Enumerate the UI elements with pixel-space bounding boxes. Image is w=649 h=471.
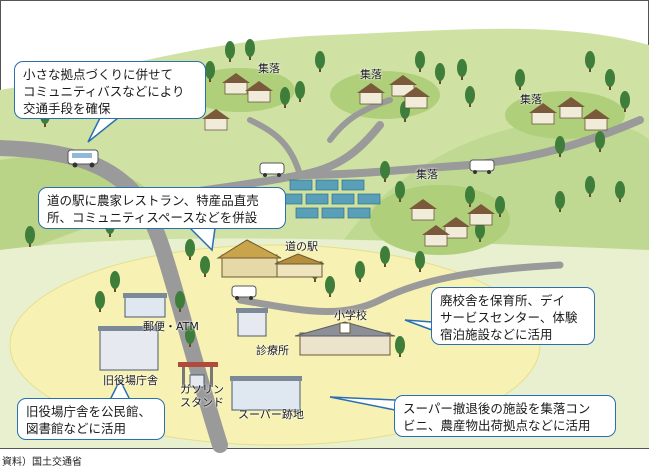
callout-pointer — [189, 227, 216, 252]
callout-pointer — [109, 378, 131, 401]
house — [357, 83, 385, 105]
tree — [95, 291, 105, 312]
house — [245, 81, 273, 103]
tree — [395, 336, 405, 357]
callout-michi-no-eki: 道の駅に農家レストラン、特産品直売 所、コミュニティスペースなどを併設 — [38, 187, 286, 229]
house — [529, 103, 557, 125]
tree — [245, 39, 255, 60]
tree — [200, 256, 210, 277]
solar-panel — [305, 193, 329, 205]
school-building — [294, 321, 396, 356]
tree — [595, 131, 605, 152]
tree — [415, 251, 425, 272]
tree — [25, 226, 35, 247]
road — [236, 261, 564, 315]
tree — [585, 176, 595, 197]
tree — [175, 291, 185, 312]
house — [467, 204, 495, 226]
solar-panels — [279, 179, 381, 219]
community-bus — [67, 149, 99, 168]
tree — [555, 136, 565, 157]
tree — [315, 51, 325, 72]
solar-panel — [347, 207, 371, 219]
tree — [280, 87, 290, 108]
callout-pointer — [87, 117, 119, 143]
house — [422, 225, 450, 247]
tree — [555, 191, 565, 212]
community-bus — [231, 285, 257, 300]
supermarket-site-building — [230, 376, 302, 411]
road — [247, 117, 303, 178]
tree — [380, 246, 390, 267]
tree — [605, 69, 615, 90]
house — [582, 109, 610, 131]
post-office-building — [123, 293, 167, 318]
michi-no-eki-building — [216, 239, 325, 278]
tree — [515, 69, 525, 90]
solar-panel — [321, 207, 345, 219]
tree — [457, 59, 467, 80]
solar-panel — [289, 179, 313, 191]
community-bus — [259, 162, 285, 177]
solar-panel — [357, 193, 381, 205]
old-town-hall-building — [98, 326, 160, 371]
solar-panel — [341, 179, 365, 191]
tree — [495, 196, 505, 217]
tree — [355, 261, 365, 282]
label-settlement-4: 集落 — [416, 168, 438, 181]
tree — [325, 276, 335, 297]
tree — [185, 326, 195, 347]
callout-school: 廃校舎を保育所、デイ サービスセンター、体験 宿泊施設などに活用 — [431, 287, 595, 345]
house — [557, 97, 585, 119]
house — [442, 217, 470, 239]
callout-pointers — [87, 117, 433, 411]
solar-panel — [315, 179, 339, 191]
label-gas-station: ガソリン スタンド — [180, 383, 224, 409]
tree — [465, 86, 475, 107]
label-supermarket-site: スーパー跡地 — [238, 408, 304, 421]
tree — [205, 61, 215, 82]
house — [202, 109, 230, 131]
tree — [415, 51, 425, 72]
solar-panel — [295, 207, 319, 219]
label-settlement-1: 集落 — [258, 62, 280, 75]
tree — [435, 63, 445, 84]
label-post-atm: 郵便・ATM — [143, 320, 199, 333]
tree — [185, 239, 195, 260]
label-settlement-3: 集落 — [520, 93, 542, 106]
tree — [395, 181, 405, 202]
tree — [225, 41, 235, 62]
solar-panel — [331, 193, 355, 205]
tree — [465, 186, 475, 207]
tree — [620, 91, 630, 112]
callout-community-bus: 小さな拠点づくりに併せて コミュニティバスなどにより 交通手段を確保 — [14, 61, 206, 119]
label-clinic: 診療所 — [256, 344, 289, 357]
label-old-town-hall: 旧役場庁舎 — [103, 374, 158, 387]
tree — [475, 221, 485, 242]
settlement-houses — [202, 73, 610, 247]
callout-old-town-hall: 旧役場庁舎を公民館、 図書館などに活用 — [17, 398, 165, 440]
house — [222, 73, 250, 95]
tree — [615, 181, 625, 202]
label-michi-no-eki: 道の駅 — [285, 240, 318, 253]
callout-pointer — [329, 396, 396, 411]
callout-supermarket: スーパー撤退後の施設を集落コン ビニ、農産物出荷拠点などに活用 — [394, 395, 616, 437]
label-settlement-2: 集落 — [360, 68, 382, 81]
tree — [295, 81, 305, 102]
gas-station-building — [178, 362, 218, 388]
tree — [585, 51, 595, 72]
clinic-building — [236, 308, 268, 337]
label-elementary-school: 小学校 — [334, 309, 367, 322]
settlement-cluster — [370, 185, 510, 255]
community-bus — [469, 159, 495, 174]
house — [402, 87, 430, 109]
tree — [110, 271, 120, 292]
house — [409, 199, 437, 221]
tree — [380, 161, 390, 182]
source-note: 資料）国土交通省 — [2, 457, 82, 468]
callout-pointer — [404, 319, 433, 331]
